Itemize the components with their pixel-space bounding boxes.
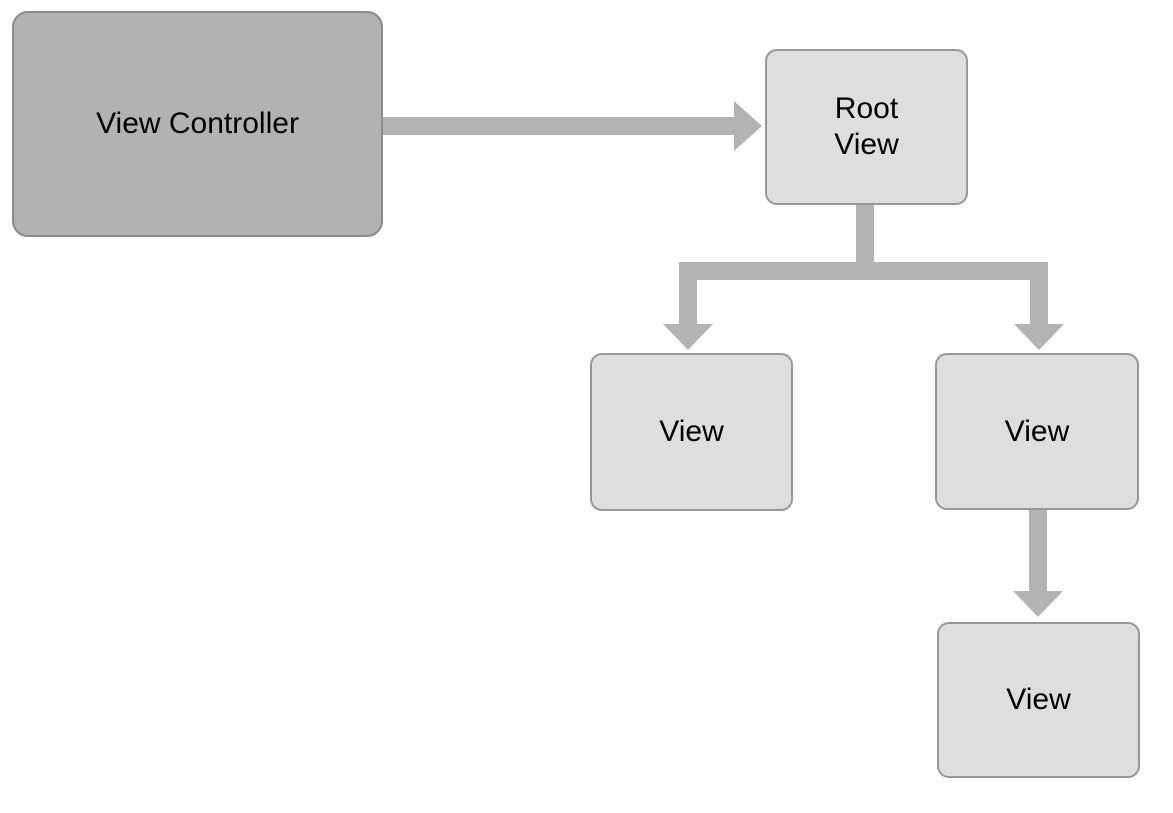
node-root-view-label: Root View xyxy=(834,92,899,161)
arrow-viewcontroller-to-rootview xyxy=(383,101,762,151)
node-view-left-label: View xyxy=(659,415,724,448)
node-view-controller-label: View Controller xyxy=(96,107,299,140)
node-view-right-label: View xyxy=(1004,414,1070,448)
arrow-view-to-subview xyxy=(1013,510,1063,617)
node-root-view: Root View xyxy=(765,49,968,205)
node-view-controller: View Controller xyxy=(12,11,383,237)
node-view-bottom: View xyxy=(937,622,1140,778)
arrow-rootview-to-subviews xyxy=(663,204,1064,350)
node-view-right: View xyxy=(935,353,1139,510)
node-view-left: View xyxy=(590,353,793,511)
node-view-bottom-label: View xyxy=(1006,683,1071,716)
